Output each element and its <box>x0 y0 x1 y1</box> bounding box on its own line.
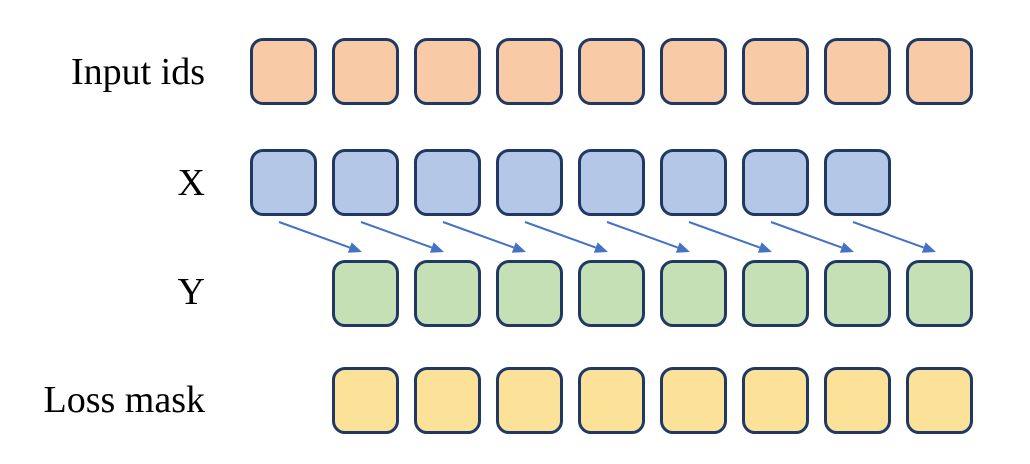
token-box-x <box>250 149 317 216</box>
token-box-y <box>578 260 645 327</box>
arrow-head <box>511 242 526 253</box>
token-box-input-ids <box>824 38 891 105</box>
row-label-loss-mask: Loss mask <box>43 379 206 421</box>
row-label-input-ids: Input ids <box>70 51 205 93</box>
token-box-y <box>660 260 727 327</box>
token-box-y <box>496 260 563 327</box>
token-box-x <box>742 149 809 216</box>
shift-arrow <box>524 221 608 253</box>
shift-arrow <box>360 221 444 253</box>
token-box-input-ids <box>250 38 317 105</box>
arrow-head <box>675 242 690 253</box>
token-box-input-ids <box>496 38 563 105</box>
token-box-input-ids <box>414 38 481 105</box>
shift-arrow <box>688 221 772 253</box>
token-box-loss-mask <box>742 367 809 434</box>
shift-arrow <box>442 221 526 253</box>
token-box-loss-mask <box>578 367 645 434</box>
token-box-loss-mask <box>414 367 481 434</box>
arrow-head <box>757 242 772 253</box>
arrow-head <box>347 242 362 253</box>
token-box-x <box>824 149 891 216</box>
token-box-x <box>414 149 481 216</box>
arrow-head <box>839 242 854 253</box>
token-box-loss-mask <box>496 367 563 434</box>
shift-arrow <box>606 221 690 253</box>
token-box-y <box>742 260 809 327</box>
row-label-x: X <box>177 162 205 204</box>
token-box-loss-mask <box>906 367 973 434</box>
token-box-x <box>332 149 399 216</box>
token-box-input-ids <box>578 38 645 105</box>
token-box-y <box>824 260 891 327</box>
token-box-loss-mask <box>660 367 727 434</box>
token-box-x <box>496 149 563 216</box>
token-box-input-ids <box>660 38 727 105</box>
token-box-input-ids <box>332 38 399 105</box>
token-box-x <box>578 149 645 216</box>
shift-arrow <box>852 221 936 253</box>
token-box-input-ids <box>906 38 973 105</box>
shift-arrow <box>278 221 362 253</box>
arrow-head <box>429 242 444 253</box>
token-box-loss-mask <box>332 367 399 434</box>
token-box-loss-mask <box>824 367 891 434</box>
token-box-y <box>414 260 481 327</box>
shift-arrow <box>770 221 854 253</box>
row-label-y: Y <box>177 271 205 313</box>
token-box-y <box>332 260 399 327</box>
arrow-head <box>921 242 936 253</box>
arrow-head <box>593 242 608 253</box>
token-box-y <box>906 260 973 327</box>
token-box-x <box>660 149 727 216</box>
token-box-input-ids <box>742 38 809 105</box>
